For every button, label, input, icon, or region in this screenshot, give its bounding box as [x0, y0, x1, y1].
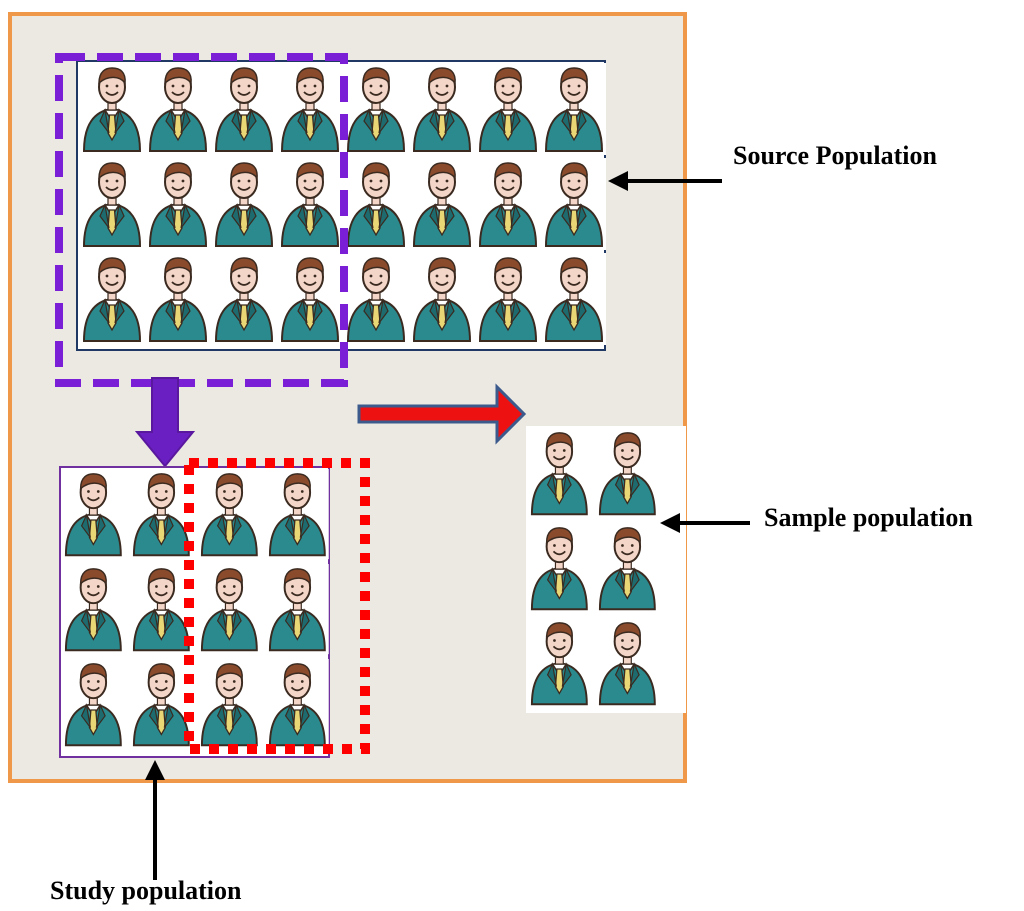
study-population-label: Study population — [50, 876, 242, 905]
person-icon — [409, 252, 475, 346]
person-icon — [145, 62, 211, 156]
person-icon — [211, 157, 277, 251]
person-icon — [277, 157, 343, 251]
person-icon — [475, 62, 541, 156]
sample-pointer-arrow-icon — [660, 513, 750, 533]
person-icon — [277, 62, 343, 156]
person-icon — [129, 563, 194, 656]
person-icon — [343, 157, 409, 251]
person-icon — [265, 563, 330, 656]
person-icon — [145, 157, 211, 251]
source-population-label: Source Population — [733, 141, 937, 170]
person-icon — [277, 252, 343, 346]
sample-population-label: Sample population — [764, 503, 973, 532]
person-icon — [595, 427, 660, 520]
person-icon — [197, 563, 262, 656]
person-icon — [409, 62, 475, 156]
person-icon — [409, 157, 475, 251]
person-icon — [211, 62, 277, 156]
person-icon — [541, 252, 607, 346]
person-icon — [527, 617, 592, 710]
person-icon — [595, 617, 660, 710]
person-icon — [61, 468, 126, 561]
person-icon — [197, 468, 262, 561]
person-icon — [145, 252, 211, 346]
person-icon — [197, 658, 262, 751]
person-icon — [79, 252, 145, 346]
sample-dotted-outline — [184, 458, 370, 754]
person-icon — [61, 563, 126, 656]
person-icon — [61, 658, 126, 751]
person-icon — [211, 252, 277, 346]
person-icon — [129, 468, 194, 561]
person-icon — [129, 658, 194, 751]
person-icon — [527, 427, 592, 520]
person-icon — [475, 157, 541, 251]
person-icon — [475, 252, 541, 346]
person-icon — [265, 468, 330, 561]
person-icon — [541, 62, 607, 156]
down-arrow-icon — [134, 377, 196, 468]
study-pointer-arrow-icon — [145, 760, 165, 880]
person-icon — [343, 252, 409, 346]
source-pointer-arrow-icon — [608, 171, 722, 191]
person-icon — [343, 62, 409, 156]
person-icon — [79, 62, 145, 156]
person-icon — [527, 522, 592, 615]
person-icon — [541, 157, 607, 251]
right-arrow-icon — [357, 383, 527, 445]
person-icon — [595, 522, 660, 615]
person-icon — [79, 157, 145, 251]
person-icon — [265, 658, 330, 751]
